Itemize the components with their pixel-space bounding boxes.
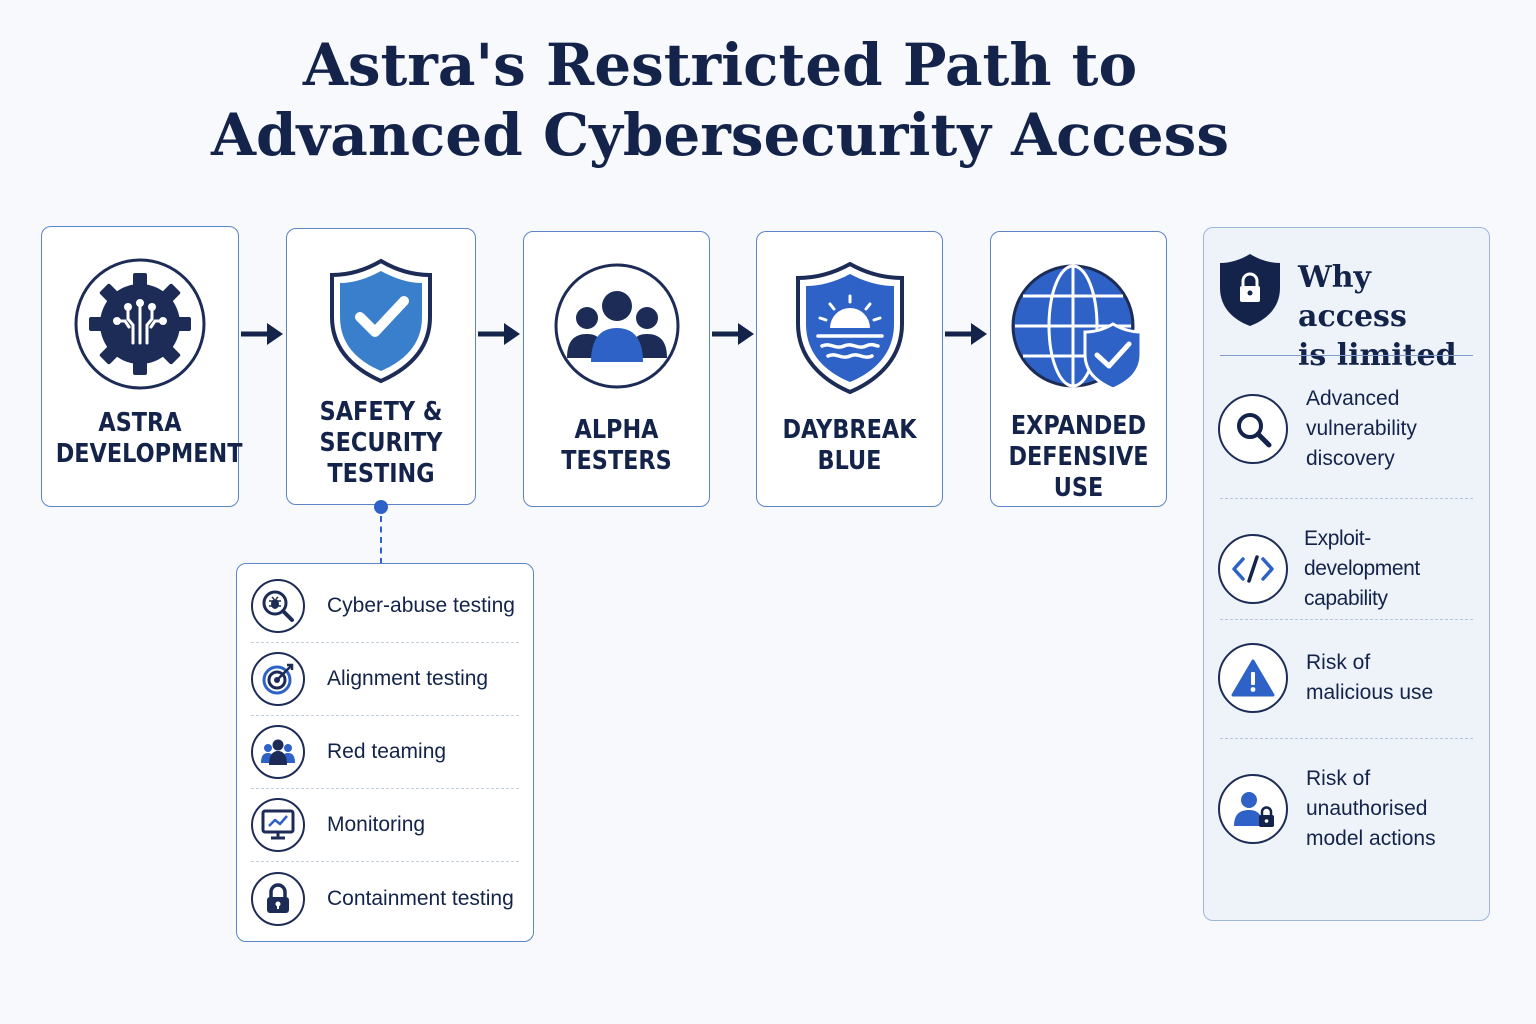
why-item-unauthorised-actions: Risk of unauthorised model actions [1218, 764, 1483, 854]
list-item: Monitoring [251, 789, 519, 862]
why-item-exploit-development: Exploit-development capability [1218, 524, 1483, 614]
user-lock-icon [1218, 774, 1288, 844]
why-item-label: Exploit-development capability [1304, 527, 1420, 610]
arrow-right-icon [945, 323, 987, 345]
testing-item-label: Containment testing [327, 886, 514, 910]
why-access-limited-panel: Why access is limited Advanced vulnerabi… [1203, 227, 1490, 921]
shield-check-icon [326, 255, 436, 385]
divider [1220, 619, 1473, 620]
list-item: Red teaming [251, 716, 519, 789]
divider [1220, 498, 1473, 499]
why-panel-title: Why access is limited [1298, 260, 1457, 373]
magnifier-icon [1218, 394, 1288, 464]
testing-methods-panel: Cyber-abuse testing Alignment testing [236, 563, 534, 942]
testing-item-label: Monitoring [327, 813, 426, 836]
page-title-line-2: Advanced Cybersecurity Access [210, 101, 1229, 169]
padlock-icon [251, 871, 305, 926]
connector-line [380, 516, 382, 564]
connector-dot [374, 500, 388, 514]
arrow-right-icon [712, 323, 754, 345]
testing-item-label: Red teaming [327, 740, 447, 763]
sunrise-shield-icon [792, 260, 908, 396]
target-icon [251, 652, 305, 706]
stage-label: ASTRA DEVELOPMENT [55, 408, 243, 469]
why-item-label: Risk of unauthorised model actions [1306, 767, 1436, 850]
page-title: Astra's Restricted Path to Advanced Cybe… [0, 30, 1440, 170]
testing-item-label: Cyber-abuse testing [327, 594, 515, 617]
stage-daybreak-blue: DAYBREAK BLUE [756, 231, 943, 507]
arrow-right-icon [241, 323, 283, 345]
team-icon [553, 262, 681, 390]
stage-astra-development: ASTRA DEVELOPMENT [41, 226, 243, 507]
warning-icon [1218, 643, 1288, 713]
why-panel-header: Why access is limited [1218, 248, 1478, 373]
circuit-gear-icon [73, 257, 207, 391]
testing-item-label: Alignment testing [327, 667, 489, 690]
why-item-malicious-use: Risk of malicious use [1218, 643, 1483, 713]
divider [1220, 355, 1473, 356]
why-item-vulnerability-discovery: Advanced vulnerability discovery [1218, 384, 1483, 474]
monitor-chart-icon [251, 798, 305, 852]
divider [1220, 738, 1473, 739]
stage-alpha-testers: ALPHA TESTERS [523, 231, 710, 507]
why-item-label: Risk of malicious use [1306, 651, 1434, 704]
why-item-label: Advanced vulnerability discovery [1306, 387, 1417, 470]
stage-label: SAFETY & SECURITY TESTING [319, 397, 443, 489]
list-item: Cyber-abuse testing [251, 570, 519, 643]
bug-search-icon [251, 579, 305, 633]
list-item: Alignment testing [251, 643, 519, 716]
code-icon [1218, 534, 1288, 604]
globe-shield-icon [1011, 262, 1147, 392]
list-item: Containment testing [251, 862, 519, 935]
page-title-line-1: Astra's Restricted Path to [302, 31, 1138, 99]
stage-label: DAYBREAK BLUE [782, 415, 917, 476]
stage-safety-security-testing: SAFETY & SECURITY TESTING [286, 228, 476, 505]
arrow-right-icon [478, 323, 520, 345]
stage-label: ALPHA TESTERS [561, 415, 672, 476]
stage-expanded-defensive-use: EXPANDED DEFENSIVE USE [990, 231, 1167, 507]
team-icon [251, 725, 305, 779]
stage-label: EXPANDED DEFENSIVE USE [1008, 411, 1149, 503]
shield-lock-icon [1218, 252, 1282, 333]
